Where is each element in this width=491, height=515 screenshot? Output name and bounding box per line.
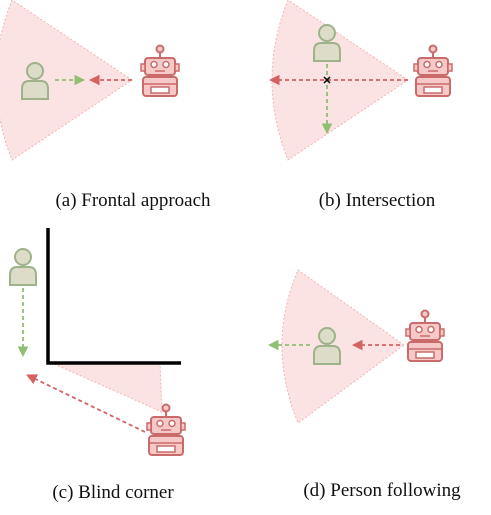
person-icon bbox=[9, 248, 37, 286]
caption-b: (b) Intersection bbox=[319, 190, 436, 211]
robot-icon bbox=[413, 44, 453, 97]
caption-a: (a) Frontal approach bbox=[55, 190, 211, 211]
panel-a: (a) Frontal approach bbox=[0, 0, 211, 211]
x-mark-icon bbox=[323, 76, 331, 84]
robot-field-of-view bbox=[51, 362, 163, 413]
robot-field-of-view bbox=[281, 269, 405, 424]
robot-icon bbox=[140, 44, 180, 97]
panel-b: (b) Intersection bbox=[268, 0, 453, 211]
robot-field-of-view bbox=[271, 0, 409, 161]
panel-c: (c) Blind corner bbox=[9, 228, 186, 503]
panel-d: (d) Person following bbox=[267, 269, 461, 501]
robot-icon bbox=[146, 403, 186, 456]
caption-c: (c) Blind corner bbox=[52, 482, 174, 503]
caption-d: (d) Person following bbox=[303, 480, 461, 501]
robot-icon bbox=[405, 309, 445, 362]
robot-path-arrow bbox=[26, 374, 146, 433]
wall bbox=[46, 228, 181, 365]
